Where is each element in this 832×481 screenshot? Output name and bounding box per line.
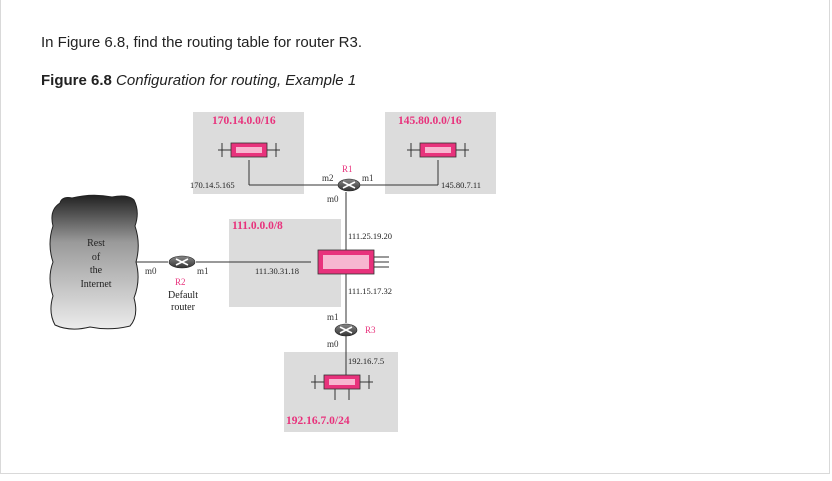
switch-bottom xyxy=(311,374,373,400)
router-label-r2: R2 xyxy=(175,277,186,287)
address-r2-m1: 111.30.31.18 xyxy=(255,266,299,276)
address-r3-m1: 111.15.17.32 xyxy=(348,286,392,296)
link-lines xyxy=(136,160,439,375)
router-label-r3: R3 xyxy=(365,325,376,335)
network-label-bottom: 192.16.7.0/24 xyxy=(286,415,350,427)
question-text: In Figure 6.8, find the routing table fo… xyxy=(41,34,363,51)
address-r1-m0: 111.25.19.20 xyxy=(348,231,392,241)
router-r3 xyxy=(334,323,358,337)
default-router-label-2: router xyxy=(171,302,196,313)
network-label-top-right: 145.80.0.0/16 xyxy=(398,115,462,127)
cloud-label-3: the xyxy=(90,265,103,276)
figure-number: Figure 6.8 xyxy=(41,72,117,89)
iface-r1-m0: m0 xyxy=(327,194,339,204)
iface-r1-m1: m1 xyxy=(362,173,374,183)
router-label-r1: R1 xyxy=(342,164,353,174)
router-r1 xyxy=(337,178,361,192)
address-r3-m0: 192.16.7.5 xyxy=(348,356,384,366)
network-label-middle: 111.0.0.0/8 xyxy=(232,220,283,232)
default-router-label-1: Default xyxy=(168,290,198,301)
network-label-top-left: 170.14.0.0/16 xyxy=(212,115,276,127)
iface-r2-m0: m0 xyxy=(145,266,157,276)
cloud-label-1: Rest xyxy=(87,238,105,249)
iface-r3-m1: m1 xyxy=(327,312,339,322)
cloud-label-2: of xyxy=(92,252,101,263)
iface-r1-m2: m2 xyxy=(322,173,334,183)
network-box-bottom xyxy=(284,352,398,432)
figure-caption: Figure 6.8 Configuration for routing, Ex… xyxy=(41,72,356,89)
address-r1-m2: 170.14.5.165 xyxy=(190,180,235,190)
switch-top-left xyxy=(218,142,280,158)
address-r1-m1: 145.80.7.11 xyxy=(441,180,481,190)
iface-r2-m1: m1 xyxy=(197,266,209,276)
router-r2 xyxy=(168,255,196,269)
cloud-label-4: Internet xyxy=(80,279,111,290)
iface-r3-m0: m0 xyxy=(327,339,339,349)
internet-cloud xyxy=(49,194,139,330)
figure-title: Configuration for routing, Example 1 xyxy=(116,72,357,89)
switch-middle xyxy=(317,249,389,275)
switch-top-right xyxy=(407,142,469,158)
